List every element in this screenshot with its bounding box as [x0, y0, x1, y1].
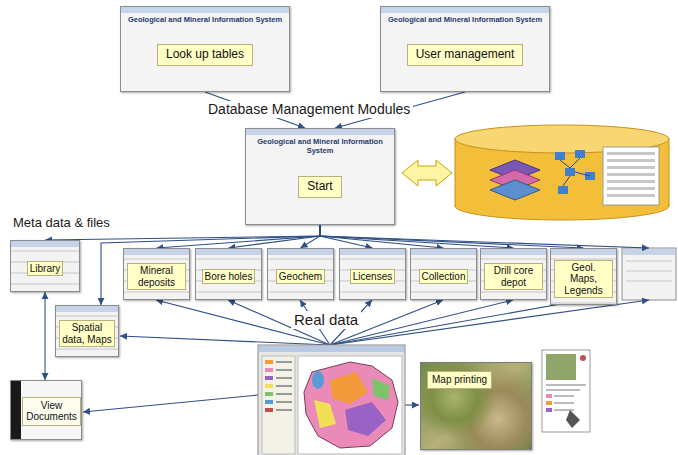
module-label: Start — [298, 176, 341, 198]
section-label: Meta data & files — [10, 215, 113, 231]
window-title: Geological and Mineral Information Syste… — [388, 16, 542, 25]
connector-arrow — [44, 292, 45, 380]
print-preview: Map printing — [420, 362, 532, 450]
screen-window: Geological and Mineral Information Syste… — [380, 6, 550, 92]
window-title: Geological and Mineral Information Syste… — [128, 16, 282, 25]
blank-window — [622, 248, 676, 300]
module-label: Look up tables — [157, 44, 253, 66]
module-label: Licenses — [350, 269, 395, 285]
module-label: Geol. Maps, Legends — [554, 260, 613, 299]
module-window: Mineral deposits — [123, 248, 190, 300]
module-label: Map printing — [427, 371, 492, 389]
module-label: Collection — [419, 269, 469, 285]
section-label: Real data — [291, 311, 361, 329]
double-arrow — [402, 160, 452, 186]
map-screenshot — [258, 345, 405, 455]
module-label: Bore holes — [202, 269, 256, 285]
database-cylinder — [455, 125, 669, 220]
module-window: Library — [10, 240, 80, 292]
module-window: Bore holes — [195, 248, 262, 300]
section-label: Database Management Modules — [205, 101, 413, 118]
module-window: Licenses — [339, 248, 406, 300]
module-window: Geochem — [267, 248, 334, 300]
module-window: View Documents — [10, 380, 82, 440]
module-label: Mineral deposits — [127, 263, 186, 290]
module-window: Drill core depot — [480, 248, 547, 300]
module-window: Spatial data, Maps — [55, 305, 119, 357]
module-label: View Documents — [22, 397, 81, 426]
window-title: Geological and Mineral Information Syste… — [252, 138, 388, 155]
module-label: User management — [407, 44, 524, 66]
module-label: Geochem — [276, 269, 325, 285]
module-window: Collection — [410, 248, 477, 300]
module-label: Drill core depot — [484, 263, 543, 290]
module-label: Spatial data, Maps — [59, 320, 115, 347]
module-label: Library — [27, 261, 64, 277]
connector-arrow — [320, 225, 584, 248]
map-sheet — [542, 350, 590, 432]
module-window: Geol. Maps, Legends — [550, 248, 617, 305]
connector-arrow — [320, 225, 514, 248]
screen-window: Geological and Mineral Information Syste… — [120, 6, 290, 92]
screen-window: Geological and Mineral Information Syste… — [245, 128, 395, 225]
